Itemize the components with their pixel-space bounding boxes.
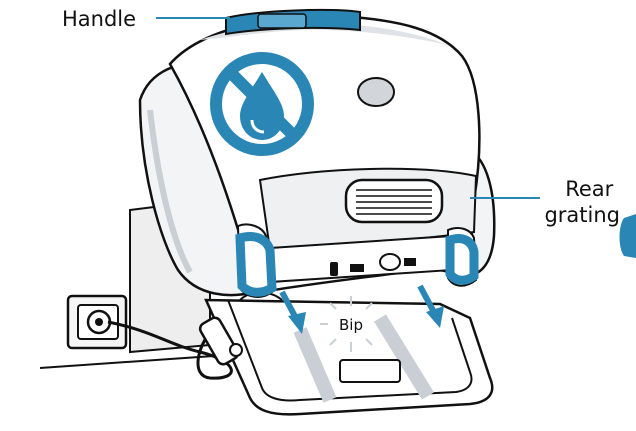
power-socket-icon (68, 296, 126, 348)
wheel-right (448, 228, 476, 286)
handle-label: Handle (62, 7, 136, 31)
edge-tab (620, 214, 636, 258)
rear-grating-label: Rear grating (544, 177, 620, 227)
beep-label: Bip (339, 316, 363, 334)
robot-body (140, 16, 494, 295)
caddy-stand (198, 293, 492, 415)
